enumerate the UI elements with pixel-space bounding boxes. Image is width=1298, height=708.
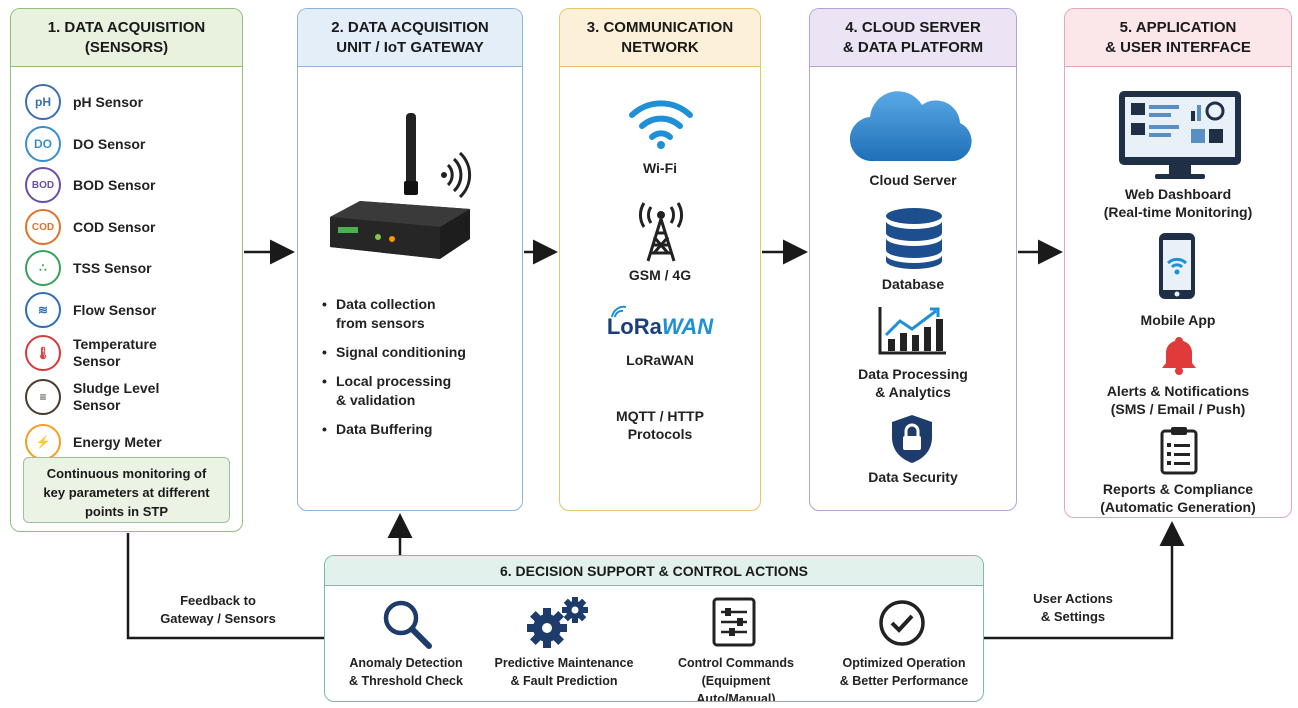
lora-signal-icon: [610, 305, 628, 319]
panel-cloud-platform: 4. CLOUD SERVER & DATA PLATFORM Cloud Se…: [809, 8, 1017, 511]
decision-step-label: Control Commands (Equipment Auto/Manual): [678, 656, 794, 702]
gateway-bullet: Signal conditioning: [322, 343, 466, 362]
sensor-note: Continuous monitoring of key parameters …: [23, 457, 230, 523]
magnifier-icon: [381, 598, 433, 650]
sensor-item: ⚡Energy Meter: [25, 424, 162, 460]
gateway-bullet: Data collection from sensors: [322, 295, 436, 333]
alert-bell-icon: [1161, 335, 1197, 375]
panel-title: 1. DATA ACQUISITION (SENSORS): [11, 9, 242, 67]
monitor-dashboard-icon: [1117, 89, 1243, 181]
gateway-device-icon: [320, 105, 480, 265]
sensor-icon: ≋: [25, 292, 61, 328]
sensor-label: Sludge Level Sensor: [73, 380, 160, 413]
sensor-icon: ∴: [25, 250, 61, 286]
cloud-icon: [850, 89, 978, 165]
cell-tower-icon: [636, 201, 686, 263]
security-label: Data Security: [868, 469, 958, 485]
sensor-label: TSS Sensor: [73, 259, 152, 276]
lorawan-logo: LoRaWAN: [560, 314, 760, 340]
sensor-item: DO DO Sensor: [25, 126, 145, 162]
database-icon: [884, 207, 944, 269]
alerts-label: Alerts & Notifications (SMS / Email / Pu…: [1106, 383, 1250, 417]
lorawan-logo-text-a: LoRa: [606, 314, 662, 339]
panel-communication-network: 3. COMMUNICATION NETWORK Wi-Fi GSM / 4G …: [559, 8, 761, 511]
decision-step-label: Optimized Operation & Better Performance: [839, 656, 969, 688]
clipboard-report-icon: [1159, 425, 1199, 475]
wifi-label: Wi-Fi: [642, 160, 678, 176]
reports-label: Reports & Compliance (Automatic Generati…: [1100, 481, 1256, 515]
gsm-label: GSM / 4G: [628, 267, 692, 283]
feedback-label: Feedback to Gateway / Sensors: [160, 593, 276, 626]
sensor-item: BOD BOD Sensor: [25, 167, 155, 203]
decision-step-label: Anomaly Detection & Threshold Check: [349, 656, 463, 688]
sensor-item: ≡ Sludge Level Sensor: [25, 379, 159, 415]
user-actions-label: User Actions & Settings: [1033, 591, 1113, 624]
sensor-label: Energy Meter: [73, 433, 162, 450]
sensor-item: COD COD Sensor: [25, 209, 155, 245]
panel-decision-support: 6. DECISION SUPPORT & CONTROL ACTIONS An…: [324, 555, 984, 702]
wifi-icon: [628, 97, 694, 149]
sensor-item: ∴ TSS Sensor: [25, 250, 152, 286]
sensor-icon: pH: [25, 84, 61, 120]
checkmark-circle-icon: [877, 598, 927, 648]
sensor-icon: COD: [25, 209, 61, 245]
sensor-item: ≋ Flow Sensor: [25, 292, 156, 328]
panel-title: 4. CLOUD SERVER & DATA PLATFORM: [810, 9, 1016, 67]
sensor-icon: BOD: [25, 167, 61, 203]
gateway-bullet: Data Buffering: [322, 420, 433, 439]
feedback-line: [126, 533, 324, 640]
panel-application-ui: 5. APPLICATION & USER INTERFACE Web Dash…: [1064, 8, 1292, 518]
sensor-item: 🌡 Temperature Sensor: [25, 335, 157, 371]
sensor-label: pH Sensor: [73, 93, 144, 110]
cloud-server-label: Cloud Server: [869, 172, 957, 188]
gears-icon: [525, 594, 595, 650]
sensor-label: DO Sensor: [73, 135, 146, 152]
lorawan-logo-text-b: WAN: [661, 314, 714, 339]
control-sliders-icon: [711, 596, 757, 648]
panel-title: 6. DECISION SUPPORT & CONTROL ACTIONS: [325, 556, 983, 586]
sensor-label: Temperature Sensor: [73, 336, 157, 369]
user-actions-line: [984, 521, 1185, 640]
panel-iot-gateway: 2. DATA ACQUISITION UNIT / IoT GATEWAY D…: [297, 8, 523, 511]
panel-data-acquisition: 1. DATA ACQUISITION (SENSORS) pH pH Senso…: [10, 8, 243, 532]
lorawan-label: LoRaWAN: [626, 352, 694, 368]
sensor-label: BOD Sensor: [73, 176, 156, 193]
sensor-label: Flow Sensor: [73, 301, 157, 318]
sensor-label: COD Sensor: [73, 218, 156, 235]
shield-lock-icon: [888, 413, 936, 465]
sensor-icon: 🌡: [25, 335, 61, 371]
panel-title: 5. APPLICATION & USER INTERFACE: [1065, 9, 1291, 67]
gateway-bullet: Local processing & validation: [322, 372, 451, 410]
dashboard-label: Web Dashboard (Real-time Monitoring): [1103, 186, 1253, 220]
sensor-item: pH pH Sensor: [25, 84, 143, 120]
panel-title: 2. DATA ACQUISITION UNIT / IoT GATEWAY: [298, 9, 522, 67]
panel-title: 3. COMMUNICATION NETWORK: [560, 9, 760, 67]
decision-step-label: Predictive Maintenance & Fault Predictio…: [494, 656, 634, 688]
mobile-phone-icon: [1157, 231, 1197, 301]
processing-label: Data Processing & Analytics: [858, 366, 968, 400]
sensor-icon: DO: [25, 126, 61, 162]
sensor-icon: ≡: [25, 379, 61, 415]
protocols-label: MQTT / HTTP Protocols: [616, 408, 704, 442]
database-label: Database: [881, 276, 945, 292]
mobile-label: Mobile App: [1140, 312, 1216, 328]
analytics-chart-icon: [878, 305, 948, 355]
